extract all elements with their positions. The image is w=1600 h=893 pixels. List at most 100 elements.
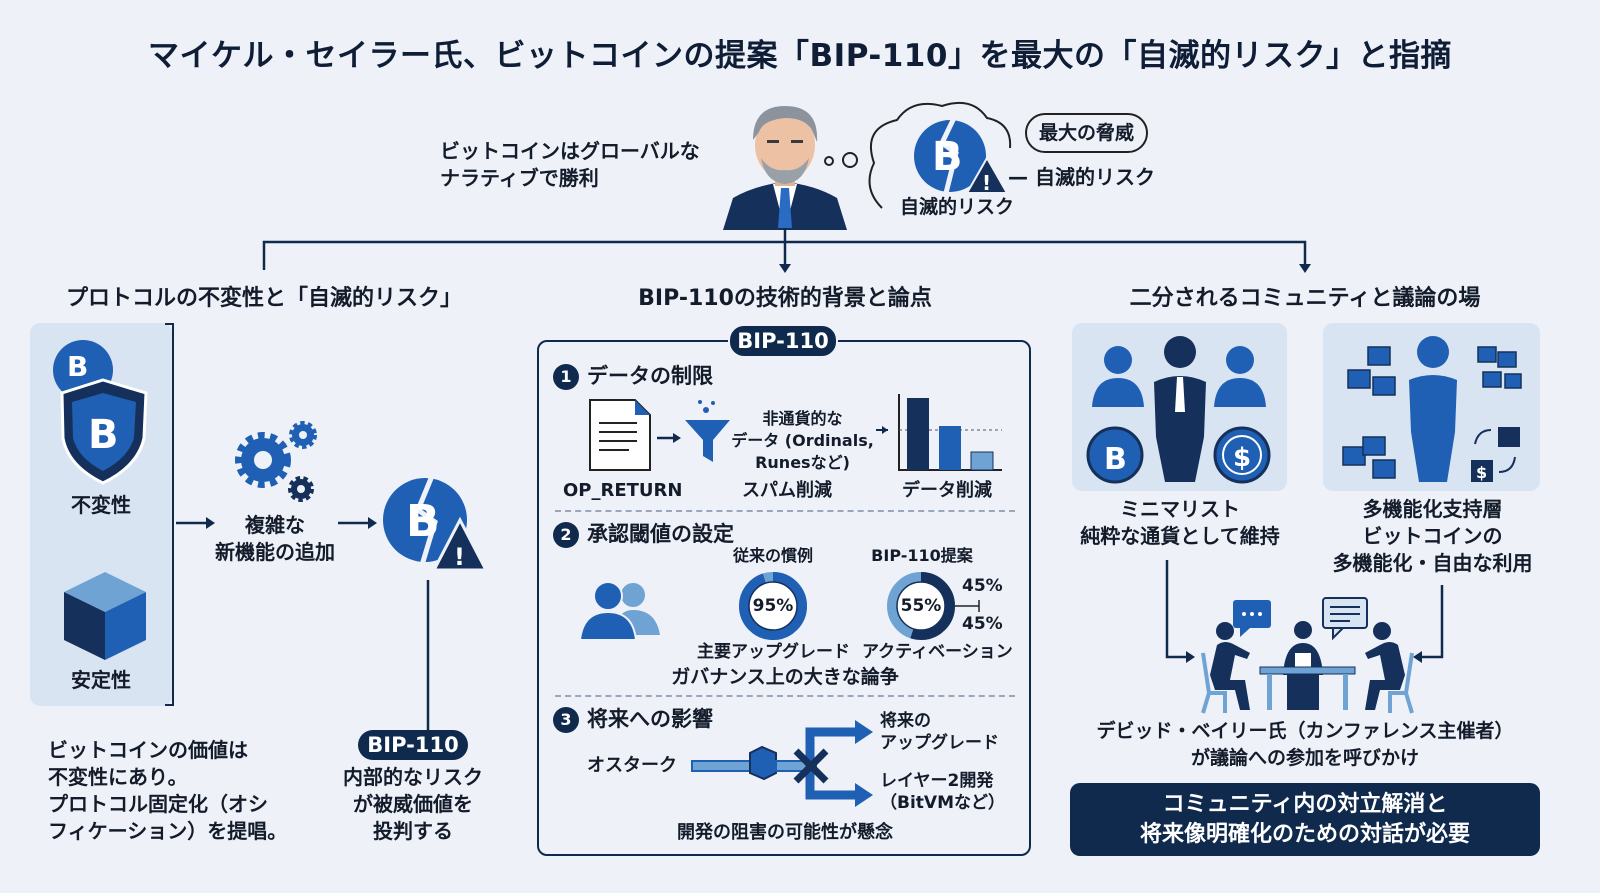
s2-heading: 2 承認閾値の設定 (553, 518, 734, 548)
text-line: 非通貨的な (762, 409, 843, 428)
spam-reduction-label: スパム削減 (742, 480, 832, 501)
text-line: 将来像明確化のための対話が必要 (1139, 822, 1470, 847)
donut-55-label: 55% (900, 596, 942, 616)
stability-label: 安定性 (71, 668, 131, 692)
text-line: 内部的なリスク (343, 765, 483, 789)
middle-section-heading: BIP-110の技術的背景と論点 (638, 286, 932, 311)
svg-text:B: B (67, 350, 88, 383)
ossification-label: オスターク (587, 755, 677, 776)
speech-bubble-max-threat: 最大の脅威 (1025, 113, 1149, 153)
cloud-risk-label: 自滅的リスク (900, 196, 1015, 218)
s1-title: データの制限 (587, 364, 713, 388)
blocked-path-icon (691, 720, 873, 807)
layer2-text: レイヤー2開発 （BitVMなど） (880, 770, 1005, 814)
data-reduction-bar-icon (876, 394, 1002, 471)
non-monetary-data-text: 非通貨的な データ (Ordinals, Runesなど) (730, 408, 875, 474)
text-line: が議論への参加を呼びかけ (1190, 747, 1419, 769)
bip110-pill-middle: BIP-110 (728, 324, 838, 358)
svg-text:B: B (1104, 442, 1127, 477)
text-line: Runesなど) (755, 453, 850, 472)
minimalist-title: ミニマリスト (1120, 497, 1240, 521)
svg-text:!: ! (454, 543, 465, 571)
immutability-label: 不変性 (71, 493, 131, 517)
svg-text:B: B (406, 496, 440, 547)
activation-caption: アクティベーション (862, 642, 1013, 662)
quote-line: ビットコインはグローバルな (440, 139, 700, 163)
text-line: プロトコル固定化（オシ (48, 792, 268, 816)
minimalist-desc: 純粋な通貨として維持 (1080, 524, 1280, 548)
donut-95-label: 95% (752, 596, 794, 616)
thought-cloud-icon: B ! (868, 102, 1012, 209)
bailey-call-text: デビッド・ベイリー氏（カンファレンス主催者） が議論への参加を呼びかけ (1060, 718, 1550, 772)
text-line: 不変性にあり。 (48, 765, 188, 789)
users-icon (578, 581, 660, 641)
immutability-note: ビットコインの価値は 不変性にあり。 プロトコル固定化（オシ フィケーション）を… (48, 737, 287, 845)
donut-55-chart (887, 572, 980, 640)
bracket (165, 323, 174, 706)
step-number: 1 (553, 364, 579, 390)
donut-95-chart (739, 572, 807, 640)
internal-risk-text: 内部的なリスク が被威価値を 投判する (320, 764, 506, 845)
complex-feature-text: 複雑な 新機能の追加 (195, 512, 355, 566)
proposal-label: BIP-110提案 (871, 546, 973, 565)
text-line: デビッド・ベイリー氏（カンファレンス主催者） (1096, 720, 1514, 742)
text-line: アップグレード (880, 733, 999, 753)
page-title: マイケル・セイラー氏、ビットコインの提案「BIP-110」を最大の「自滅的リスク… (148, 38, 1452, 74)
text-line: 新機能の追加 (215, 540, 335, 564)
text-line: 多機能化支持層 (1362, 497, 1503, 521)
convention-label: 従来の慣例 (732, 546, 813, 565)
text-line: レイヤー2開発 (880, 771, 994, 791)
saylor-quote: ビットコインはグローバルな ナラティブで勝利 (440, 138, 700, 192)
pct-top: 45% (962, 576, 1003, 596)
document-funnel-icon (589, 399, 730, 471)
data-reduction-label: データ削減 (902, 480, 992, 501)
divider (555, 510, 1015, 512)
text-line: データ (Ordinals, (731, 431, 874, 450)
text-line: フィケーション）を提唱。 (48, 819, 288, 843)
future-upgrade-text: 将来の アップグレード (880, 710, 999, 754)
text-line: ビットコインの (1362, 524, 1503, 548)
gears-icon (235, 421, 317, 502)
minimalist-text: ミニマリスト 純粋な通貨として維持 (1060, 496, 1300, 550)
conclusion-banner: コミュニティ内の対立解消と 将来像明確化のための対話が必要 (1070, 783, 1540, 856)
s1-heading: 1 データの制限 (553, 360, 713, 390)
text-line: 将来の (880, 711, 931, 731)
text-line: コミュニティ内の対立解消と (1162, 792, 1448, 817)
bitcoin-shield-icon: B B (53, 340, 148, 485)
text-line: 多機能化・自由な利用 (1332, 551, 1533, 575)
saylor-portrait-icon (723, 106, 847, 230)
donut-55-arc (887, 572, 955, 640)
svg-text:$: $ (1233, 443, 1251, 473)
text-line: 投判する (373, 819, 453, 843)
donut-95-arc (739, 572, 807, 640)
multifunction-text: 多機能化支持層 ビットコインの 多機能化・自由な利用 (1310, 496, 1555, 577)
left-section-heading: プロトコルの不変性と「自滅的リスク」 (65, 286, 462, 311)
bip110-pill-left: BIP-110 (358, 730, 468, 760)
broken-bitcoin-warning-icon: B ! (383, 475, 489, 572)
step-number: 2 (553, 522, 579, 548)
cube-icon (64, 572, 146, 660)
text-line: が被威価値を (353, 792, 473, 816)
pct-bottom: 45% (962, 614, 1003, 634)
multifunction-person-icon: $ (1342, 336, 1522, 482)
text-line: ビットコインの価値は (48, 738, 248, 762)
side-risk-label: — 自滅的リスク (1008, 165, 1155, 189)
minimalist-people-icon: B $ (1086, 336, 1271, 484)
governance-dispute: ガバナンス上の大きな論争 (671, 666, 899, 688)
s2-title: 承認閾値の設定 (587, 522, 734, 546)
svg-text:!: ! (982, 171, 991, 195)
right-section-heading: 二分されるコミュニティと議論の場 (1129, 286, 1481, 311)
op-return-label: OP_RETURN (563, 480, 683, 501)
divider (555, 695, 1015, 697)
text-line: （BitVMなど） (880, 793, 1005, 813)
thought-dots-icon (824, 152, 858, 168)
major-upgrade-caption: 主要アップグレード (697, 642, 850, 662)
quote-line: ナラティブで勝利 (440, 166, 599, 190)
svg-text:B: B (88, 412, 119, 458)
development-concern: 開発の阻害の可能性が懸念 (677, 822, 893, 843)
text-line: 複雑な (245, 513, 305, 537)
step-number: 3 (553, 707, 579, 733)
svg-text:$: $ (1476, 463, 1487, 482)
